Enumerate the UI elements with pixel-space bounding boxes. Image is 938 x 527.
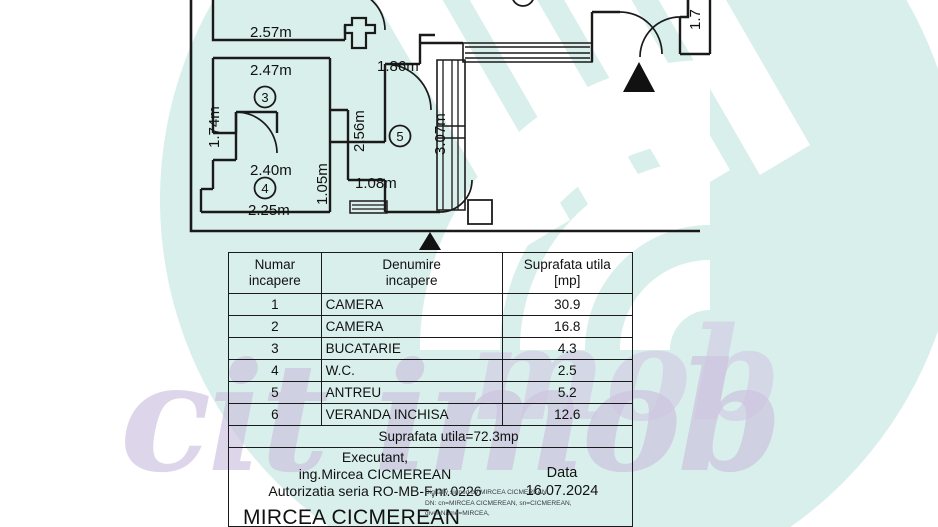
date-label: Data — [546, 465, 578, 481]
room-marker-partial — [512, 0, 534, 7]
dim-3-07m: 3.07m — [432, 113, 449, 155]
cell-name: CAMERA — [320, 315, 503, 338]
dim-1-05m: 1.05m — [314, 163, 331, 205]
dim-1-7m: 1.7 — [687, 9, 704, 30]
signature-block: Executant, ing.Mircea CICMEREAN Autoriza… — [228, 446, 633, 527]
dim-1-74m: 1.74m — [206, 106, 223, 148]
table-header-row: Numar incapere Denumire incapere Suprafa… — [228, 252, 634, 294]
table-row: 6 VERANDA INCHISA 12.6 — [228, 403, 634, 426]
dim-1-08m: 1.08m — [355, 175, 397, 192]
cell-area: 5.2 — [501, 381, 634, 404]
cell-number: 6 — [228, 403, 322, 426]
room-marker-3: 3 — [261, 90, 268, 105]
header-area: Suprafata utila [mp] — [501, 252, 634, 294]
table-total-row: Suprafata utila=72.3mp — [228, 425, 633, 448]
floor-plan-drawing: 3 4 5 2.57m 2.47m 2.40m 2.25m 1.86m 1.08… — [189, 0, 712, 250]
header-name: Denumire incapere — [320, 252, 503, 294]
cell-number: 1 — [228, 293, 322, 316]
cell-name: ANTREU — [320, 381, 503, 404]
table-row: 3 BUCATARIE 4.3 — [228, 337, 634, 360]
dim-2-57m: 2.57m — [250, 24, 292, 41]
header-area-line2: [mp] — [554, 273, 581, 288]
room-marker-5: 5 — [396, 129, 403, 144]
signature-detail-line: Digitally signed by MIRCEA CICMEREAN — [425, 489, 547, 496]
signature-detail-line: DN: cn=MIRCEA CICMEREAN, sn=CICMEREAN, — [425, 499, 572, 507]
cell-area: 2.5 — [501, 359, 634, 382]
signature-detail-line: givenName=MIRCEA, — [425, 510, 490, 518]
cell-area: 30.9 — [501, 293, 634, 316]
table-row: 2 CAMERA 16.8 — [228, 315, 634, 338]
dim-2-40m: 2.40m — [250, 162, 292, 179]
header-number-line1: Numar — [254, 257, 296, 273]
orientation-arrow-icon — [419, 62, 655, 250]
room-marker-4: 4 — [261, 181, 268, 196]
cell-number: 2 — [228, 315, 322, 338]
executant-label: Executant, — [341, 449, 409, 465]
cell-name: W.C. — [320, 359, 503, 382]
cell-number: 4 — [228, 359, 322, 382]
dim-2-25m: 2.25m — [248, 202, 290, 219]
total-area-value: Suprafata utila=72.3mp — [228, 425, 633, 448]
header-number-line2: incapere — [248, 273, 301, 288]
header-area-line1: Suprafata utila — [523, 257, 611, 273]
header-name-line1: Denumire — [382, 257, 441, 273]
cell-number: 5 — [228, 381, 322, 404]
cell-area: 16.8 — [501, 315, 634, 338]
cell-name: VERANDA INCHISA — [320, 403, 503, 426]
table-row: 4 W.C. 2.5 — [228, 359, 634, 382]
cell-name: CAMERA — [320, 293, 503, 316]
dim-2-56m: 2.56m — [351, 110, 368, 152]
cell-number: 3 — [228, 337, 322, 360]
room-schedule-table: Numar incapere Denumire incapere Suprafa… — [228, 252, 634, 448]
table-row: 5 ANTREU 5.2 — [228, 381, 634, 404]
cell-name: BUCATARIE — [320, 337, 503, 360]
header-number: Numar incapere — [228, 252, 322, 294]
header-name-line2: incapere — [385, 273, 438, 288]
digital-signature-details: Digitally signed by MIRCEA CICMEREAN DN:… — [425, 488, 640, 520]
cell-area: 4.3 — [501, 337, 634, 360]
executant-name: ing.Mircea CICMEREAN — [298, 466, 452, 483]
dim-2-47m: 2.47m — [250, 62, 292, 79]
table-row: 1 CAMERA 30.9 — [228, 293, 634, 316]
dim-1-86m: 1.86m — [377, 58, 419, 75]
cell-area: 12.6 — [501, 403, 634, 426]
